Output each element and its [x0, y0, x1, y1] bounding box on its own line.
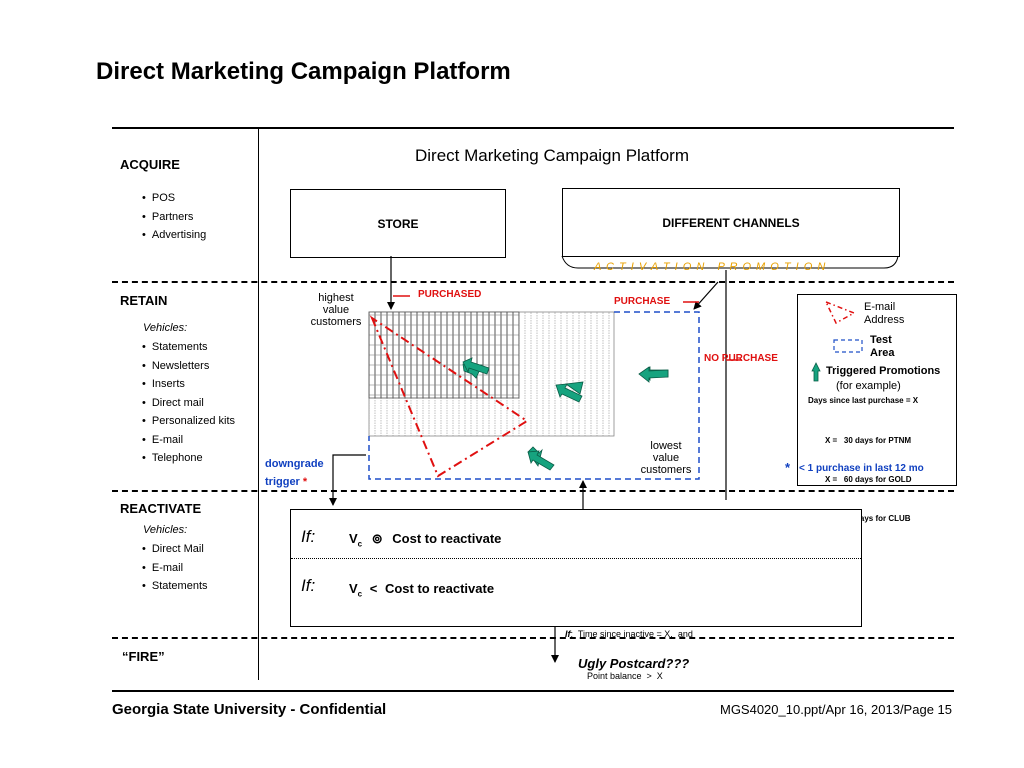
triggered-promotions-legend: Triggered Promotions [826, 365, 941, 377]
diagram-title: Direct Marketing Campaign Platform [415, 146, 689, 165]
ugly-postcard: Ugly Postcard??? [578, 656, 690, 671]
list-item: Personalized kits [142, 415, 235, 434]
condition-row-1: Vc ⊚ Cost to reactivate [349, 531, 502, 549]
promo-arrow-4 [527, 450, 555, 471]
promo-arrow-1 [462, 357, 490, 375]
promo-arrow-3 [638, 366, 669, 383]
channels-label: DIFFERENT CHANNELS [662, 215, 800, 230]
store-box: STORE [290, 189, 506, 258]
footnote: < 1 purchase in last 12 mo [799, 463, 924, 474]
channel-purchase-arrow [693, 281, 719, 310]
lowest-value-label: lowest value customers [640, 440, 692, 476]
legend-box: E-mail Address Test Area Triggered Promo… [797, 294, 957, 523]
retain-vehicles-label: Vehicles: [143, 322, 188, 334]
list-item: E-mail [142, 434, 235, 453]
email-triangle [369, 315, 529, 478]
purchase-label: PURCHASE [614, 296, 671, 307]
downgrade-label: downgrade [265, 458, 324, 470]
retain-list: Statements Newsletters Inserts Direct ma… [142, 341, 235, 471]
purchased-label: PURCHASED [418, 289, 482, 300]
list-item: Advertising [142, 229, 206, 248]
acquire-list: POS Partners Advertising [142, 192, 206, 248]
no-purchase-label: NO PURCHASE [704, 353, 778, 364]
condition-row-2: Vc < Cost to reactivate [349, 581, 495, 599]
list-item: Direct mail [142, 397, 235, 416]
section-retain: RETAIN [120, 293, 168, 308]
downgrade-arrow [329, 454, 366, 506]
high-value-grid [368, 311, 520, 399]
divider-acquire-retain [112, 281, 954, 283]
test-area-outline [368, 311, 700, 480]
divider-retain-reactivate [112, 490, 954, 492]
email-address-legend: E-mail Address [864, 301, 905, 326]
list-item: Direct Mail [142, 543, 208, 562]
list-item: Partners [142, 211, 206, 230]
legend-symbols [811, 300, 863, 382]
list-item: Telephone [142, 452, 235, 471]
list-item: E-mail [142, 562, 208, 581]
list-item: Statements [142, 341, 235, 360]
highest-value-label: highest value customers [310, 292, 362, 328]
for-example-label: (for example) [836, 380, 901, 392]
inactive-condition: If: Time since inactive = X, and Point b… [565, 629, 693, 681]
section-reactivate: REACTIVATE [120, 501, 202, 516]
reactivate-list: Direct Mail E-mail Statements [142, 543, 208, 599]
if-label-1: If: [301, 527, 316, 546]
store-label: STORE [377, 216, 419, 231]
bottom-rule [112, 690, 954, 692]
if-label-2: If: [301, 576, 316, 595]
trigger-label: trigger * [265, 476, 308, 488]
rule-header: Days since last purchase = X [808, 396, 919, 405]
column-divider [258, 128, 259, 680]
list-item: POS [142, 192, 206, 211]
page-title: Direct Marketing Campaign Platform [96, 58, 511, 85]
footer-right: MGS4020_10.ppt/Apr 16, 2013/Page 15 [719, 702, 952, 717]
list-item: Inserts [142, 378, 235, 397]
test-area-legend: Test Area [870, 334, 895, 359]
channels-box: DIFFERENT CHANNELS [562, 188, 900, 257]
reactivate-vehicles-label: Vehicles: [143, 524, 188, 536]
footer-left: Georgia State University - Confidential [112, 701, 387, 718]
section-fire: “FIRE” [122, 649, 165, 664]
reactivate-divider [291, 558, 861, 559]
divider-reactivate-fire [112, 637, 954, 639]
footnote-star: * [785, 460, 791, 475]
top-rule [112, 127, 954, 129]
rule-gold: X = 60 days for GOLD [825, 475, 912, 484]
activation-bracket [561, 255, 899, 269]
rule-ptnm: X = 30 days for PTNM [825, 436, 912, 445]
promo-arrow-2 [555, 383, 583, 403]
reactivate-box: If: Vc ⊚ Cost to reactivate If: Vc < Cos… [290, 509, 862, 681]
list-item: Statements [142, 580, 208, 599]
section-acquire: ACQUIRE [120, 157, 180, 172]
list-item: Newsletters [142, 360, 235, 379]
activation-promotion: A C T I V A T I O N P R O M O T I O N [594, 261, 827, 273]
